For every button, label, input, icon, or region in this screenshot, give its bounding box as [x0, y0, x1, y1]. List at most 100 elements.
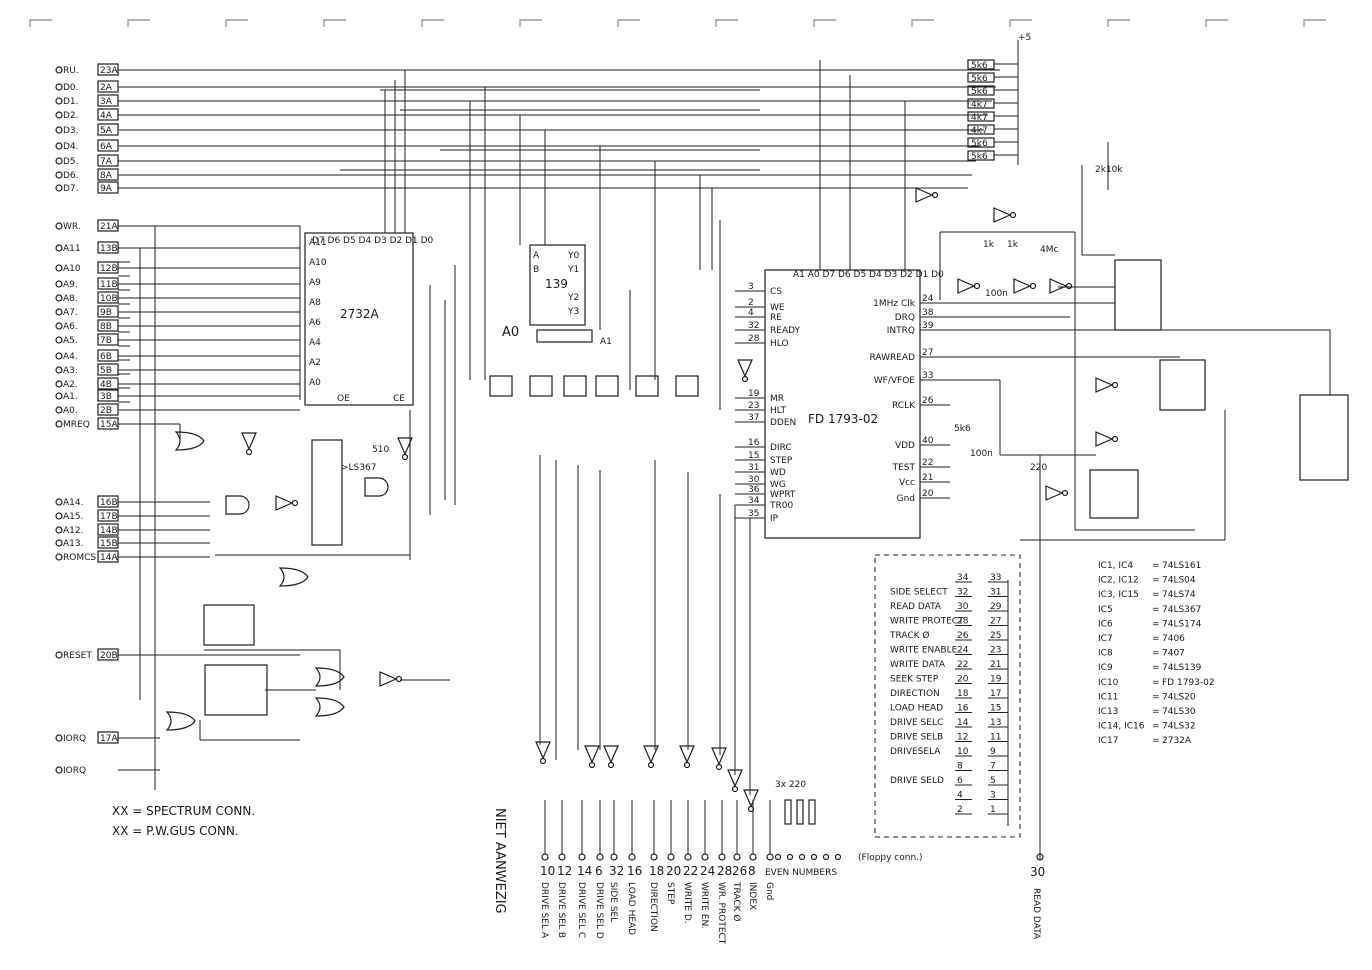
read-data-pin: [1036, 853, 1044, 861]
buffer-gate-bubble: [683, 761, 691, 769]
fdc-pin-number: 3: [748, 282, 754, 292]
legend-equals: =: [1152, 605, 1160, 615]
connector-pin: [55, 366, 63, 374]
floppy-pin-name: TRACK Ø: [731, 881, 742, 922]
legend-equals: =: [1152, 561, 1160, 571]
pullup-resistor: [808, 799, 816, 825]
fdc-pin-number: 4: [748, 308, 754, 318]
connector-pin: [55, 420, 63, 428]
eprom-oe: OE: [337, 394, 350, 404]
connector-pin: [55, 294, 63, 302]
svg-text:Y3: Y3: [567, 307, 579, 317]
floppy-pin: [541, 853, 549, 861]
floppy-pin: [558, 853, 566, 861]
fdc-pin-number: 21: [922, 473, 933, 483]
legend-equals: =: [1152, 678, 1160, 688]
floppy-pin: [810, 853, 818, 861]
connector-signal-label: D5.: [63, 157, 79, 167]
pin-code-label: 2A: [100, 83, 113, 93]
latch-cell: [529, 375, 553, 397]
binder-tab: [519, 19, 542, 27]
floppy-pin-name: DRIVE SEL B: [556, 882, 566, 938]
pin-code-label: 20B: [100, 651, 118, 661]
eprom-title: 2732A: [340, 307, 380, 321]
inverter-bubble: [291, 499, 299, 507]
inverter: [1045, 485, 1064, 501]
connector-signal-label: A4.: [63, 352, 78, 362]
pin-code-label: 9A: [100, 184, 113, 194]
svg-text:A: A: [533, 251, 540, 261]
flip-flop: [1159, 359, 1206, 411]
legend-part: 74LS04: [1162, 576, 1196, 586]
binder-tab: [323, 19, 346, 27]
floppy-signal-name: DRIVESELA: [890, 747, 941, 757]
connector-signal-label: D4.: [63, 142, 79, 152]
pin-code-label: 6B: [100, 352, 112, 362]
floppy-signal-name: READ DATA: [890, 602, 942, 612]
binder-tab: [421, 19, 444, 27]
latch-cell: [595, 375, 619, 397]
connector-pin: [55, 157, 63, 165]
connector-pin: [55, 264, 63, 272]
floppy-pin-odd: 3: [990, 791, 996, 801]
pin-code-label: 14B: [100, 526, 118, 536]
floppy-pin-number: 14: [577, 864, 592, 878]
floppy-pin-number: 12: [557, 864, 572, 878]
fdc-pin-number: 27: [922, 348, 933, 358]
connector-signal-label: D3.: [63, 126, 79, 136]
latch-row: [489, 329, 699, 397]
pin-code-label: 5B: [100, 366, 112, 376]
buffer-gate: [584, 745, 600, 764]
fdc-pin-name: VDD: [895, 441, 915, 451]
connector-signal-label: A15.: [63, 512, 83, 522]
legend-part: 74LS32: [1162, 722, 1196, 732]
res-top: 2k10k: [1095, 165, 1123, 175]
fdc-pin-name: WG: [770, 480, 786, 490]
fdc-pin-name: HLO: [770, 339, 789, 349]
floppy-pin-number: 32: [609, 864, 624, 878]
binder-tab: [1205, 19, 1228, 27]
pin-code-label: 17A: [100, 734, 118, 744]
connector-signal-label: RESET: [63, 651, 92, 661]
a1-arrow-label: A1: [600, 337, 612, 347]
connector-pin: [55, 734, 63, 742]
connector-pin: [55, 539, 63, 547]
legend-part: FD 1793-02: [1162, 678, 1215, 688]
fdc-pin-number: 33: [922, 371, 933, 381]
floppy-pin: [650, 853, 658, 861]
binder-tab: [617, 19, 640, 27]
crystal-res1: 1k: [983, 240, 995, 250]
fdc-pin-name: HLT: [770, 406, 787, 416]
fdc-pin-name: WF/VFOE: [874, 376, 916, 386]
fdc-pin-name: IP: [770, 514, 779, 524]
binder-tab: [911, 19, 934, 27]
latch-cell: [635, 375, 659, 397]
svg-text:A11: A11: [309, 238, 327, 248]
fdc-pin-name: RAWREAD: [870, 353, 916, 363]
legend-equals: =: [1152, 619, 1160, 629]
floppy-pin-even: 8: [957, 762, 963, 772]
legend-equals: =: [1152, 707, 1160, 717]
fdc-pin-name: INTRQ: [887, 326, 915, 336]
floppy-signal-name: TRACK Ø: [889, 630, 930, 641]
binder-tab: [225, 19, 248, 27]
legend-ic: IC6: [1098, 619, 1113, 629]
fdc-pin-number: 31: [748, 463, 759, 473]
binder-tab: [813, 19, 836, 27]
floppy-conn-label: (Floppy conn.): [858, 853, 923, 863]
svg-text:Y2: Y2: [567, 293, 579, 303]
binder-tabs: [29, 19, 1326, 27]
buffer-gate: [743, 789, 759, 808]
legend-part: 7407: [1162, 649, 1185, 659]
floppy-pin-even: 16: [957, 704, 969, 714]
connector-pin: [55, 392, 63, 400]
connector-signal-label: A14.: [63, 498, 83, 508]
connector-signal-label: A6.: [63, 322, 78, 332]
connector-pin: [55, 244, 63, 252]
binder-tab: [715, 19, 738, 27]
and-gate: [225, 495, 250, 515]
pin-code-label: 6A: [100, 142, 113, 152]
inverter-bubble: [1009, 211, 1017, 219]
fdc-pin-number: 36: [748, 485, 760, 495]
even-numbers-label: EVEN NUMBERS: [765, 868, 837, 878]
